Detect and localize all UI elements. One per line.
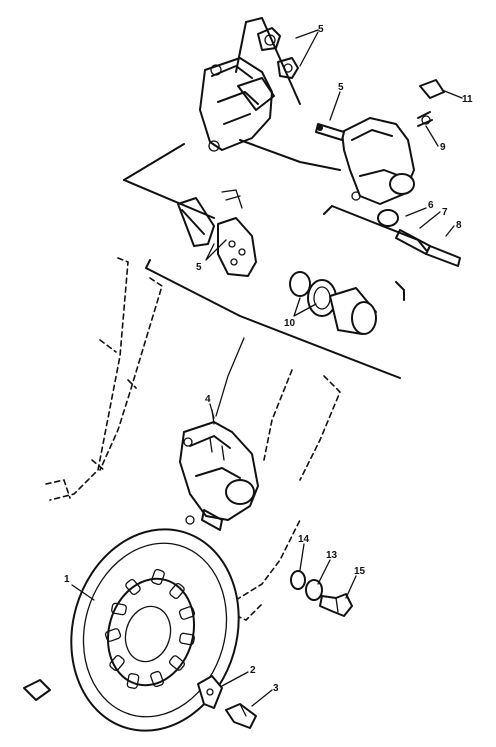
- bracket-frame-lines: [235, 17, 319, 105]
- callout-11: 11: [462, 94, 473, 105]
- callout-labels: 1 2 3 4 5 5 5 6 7 8 9 10 11 13 14 15: [64, 24, 473, 694]
- callout-10: 10: [284, 318, 296, 329]
- callout-5c: 5: [196, 262, 202, 273]
- callout-15: 15: [354, 566, 366, 577]
- lock-washer: [197, 675, 223, 709]
- caliper-body-upper: [341, 117, 415, 205]
- callout-8: 8: [456, 220, 462, 231]
- callout-1: 1: [64, 574, 70, 585]
- bleed-screw-parts: [417, 79, 445, 127]
- callout-9: 9: [440, 142, 446, 153]
- brake-disc: [70, 528, 240, 732]
- axle-washer: [290, 570, 306, 590]
- valve-cap-small: [23, 679, 51, 701]
- callout-2: 2: [250, 665, 256, 676]
- brake-pad-right: [217, 217, 257, 277]
- caliper-bracket: [199, 57, 275, 152]
- front-fork-phantom: [45, 257, 341, 621]
- callout-5b: 5: [338, 82, 344, 93]
- axle-bolt: [319, 593, 353, 617]
- brake-pad-left: [177, 197, 215, 247]
- pad-shim: [221, 189, 243, 209]
- leader-lines: [211, 337, 245, 425]
- caliper-pin-bolt: [315, 123, 345, 141]
- callout-6: 6: [428, 200, 434, 211]
- disc-vent-holes: [104, 568, 196, 689]
- piston-seals: [289, 271, 337, 317]
- callout-5a: 5: [318, 24, 324, 35]
- exploded-view-frame: [123, 139, 427, 379]
- callout-4: 4: [205, 394, 211, 405]
- axle-collar: [305, 579, 323, 601]
- callout-leaders: [71, 89, 463, 707]
- callout-7: 7: [442, 207, 448, 218]
- slide-pins: [377, 209, 461, 267]
- caliper-assembly: [179, 421, 259, 531]
- callout-13: 13: [326, 550, 338, 561]
- disc-bolt: [225, 703, 257, 729]
- callout-14: 14: [298, 534, 310, 545]
- piston: [329, 287, 377, 335]
- callout-3: 3: [273, 683, 279, 694]
